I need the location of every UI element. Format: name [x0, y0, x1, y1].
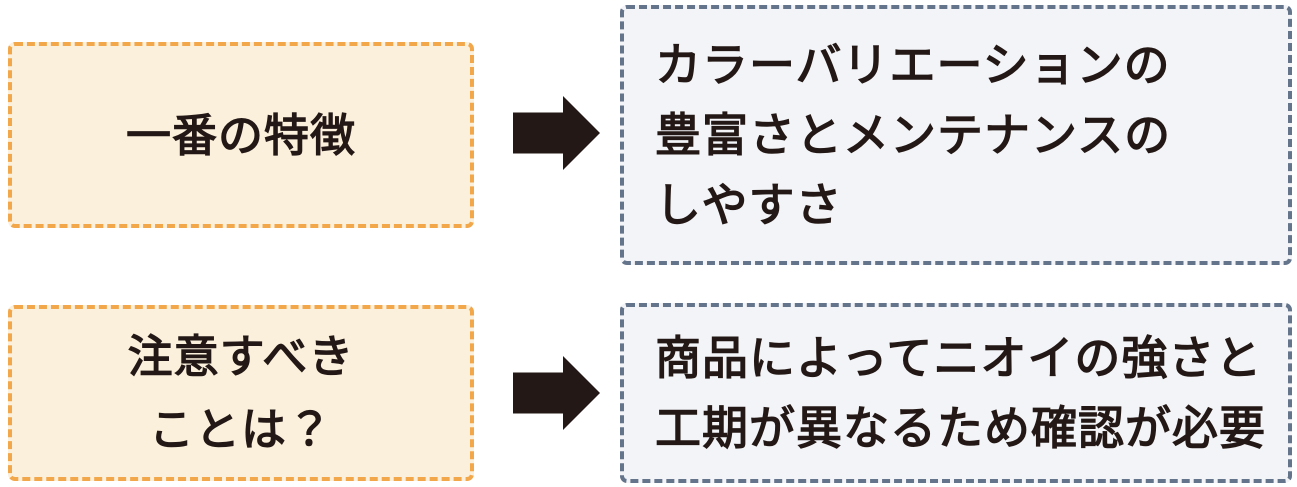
question-text-line: ことは？ [148, 404, 333, 455]
question-text-line: 一番の特徴 [125, 109, 356, 161]
answer-box-main-feature: カラーバリエーションの 豊富さとメンテナンスの しやすさ [620, 5, 1292, 265]
question-box-main-feature: 一番の特徴 [8, 42, 474, 228]
right-arrow-icon [513, 96, 600, 170]
right-arrow-icon [513, 356, 600, 430]
answer-text-line: 商品によってニオイの強さと [655, 332, 1263, 384]
question-text-line: 注意すべき [127, 331, 355, 382]
question-box-cautions: 注意すべき ことは？ [8, 305, 474, 481]
answer-text-line: 豊富さとメンテナンスの [655, 109, 1172, 161]
answer-text-line: カラーバリエーションの [655, 39, 1171, 91]
answer-box-cautions: 商品によってニオイの強さと 工期が異なるため確認が必要 [620, 303, 1292, 483]
answer-text-line: 工期が異なるため確認が必要 [655, 402, 1266, 454]
answer-text-line: しやすさ [655, 179, 843, 231]
